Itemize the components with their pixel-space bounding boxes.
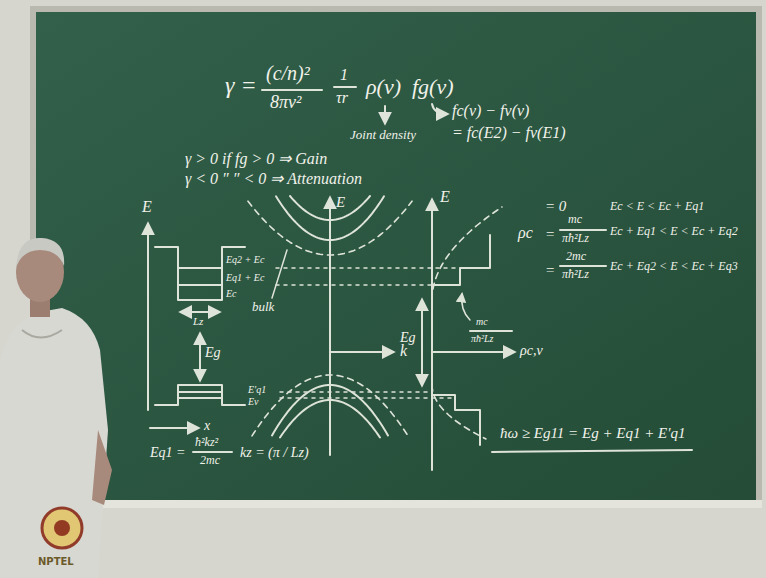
- chalk-text: = fc(E2) − fv(E1): [452, 124, 566, 142]
- energy-axis: [147, 224, 149, 410]
- chalk-text: πħ²Lz: [562, 232, 589, 246]
- chalk-text: bulk: [252, 300, 274, 315]
- chalk-drawing: [148, 87, 692, 470]
- chalk-text: E'q1: [248, 384, 266, 396]
- leader-line: [272, 250, 287, 298]
- lecturer-hair: [16, 238, 64, 268]
- board-frame: [30, 6, 762, 506]
- lecturer-hand: [92, 430, 112, 505]
- chalk-text: Eq1 + Ec: [226, 272, 264, 284]
- chalk-text: 1: [340, 66, 348, 84]
- chalk-text: ħω ≥ Eg11 = Eg + Eq1 + E'q1: [500, 425, 685, 442]
- chalk-text: πħ²Lz: [562, 268, 589, 282]
- collar: [22, 330, 62, 338]
- chalk-text: E: [142, 198, 152, 216]
- chalk-text: Ev: [248, 396, 259, 408]
- chalk-text: E: [440, 188, 450, 206]
- position-axis: [150, 427, 198, 429]
- blackboard: [36, 12, 756, 500]
- chalk-text: Ec + Eq1 < E < Ec + Eq2: [610, 225, 738, 239]
- chalk-text: Joint density: [350, 128, 416, 143]
- dos-axis: [432, 351, 514, 353]
- chalk-text: γ > 0 if fg > 0 ⇒ Gain: [185, 150, 327, 168]
- subband-parabola: [290, 196, 370, 220]
- lecturer: [0, 238, 112, 578]
- chalk-text: Ec + Eq2 < E < Ec + Eq3: [610, 260, 738, 274]
- fraction-bar: [262, 89, 322, 91]
- energy-level: [178, 391, 222, 393]
- chalk-text: γ =: [225, 72, 257, 100]
- bulk-dos: [432, 385, 486, 439]
- bulk-parabola: [252, 375, 408, 436]
- bulk-dos: [432, 207, 502, 300]
- subband-parabola: [280, 400, 380, 438]
- level-guide: [280, 397, 455, 399]
- chalk-text: ρ(ν): [366, 74, 401, 99]
- logo-center: [54, 520, 70, 536]
- pointer-arrow: [432, 104, 447, 114]
- fraction-bar: [334, 86, 356, 88]
- level-guide: [276, 284, 432, 286]
- chalk-text: = 0: [545, 198, 566, 215]
- chalk-text: fg(ν): [412, 74, 454, 99]
- subband-parabola: [272, 385, 388, 435]
- chalk-text: τr: [336, 89, 348, 107]
- energy-axis: [431, 200, 433, 470]
- chalk-text: ħ²kz²: [195, 436, 218, 450]
- chalk-text: =: [545, 226, 555, 243]
- chalk-text: 2mc: [566, 250, 586, 264]
- leader-arrow: [462, 294, 470, 320]
- pointer-arrow: [384, 106, 386, 123]
- fraction-bar: [560, 229, 606, 231]
- valence-well: [155, 385, 245, 405]
- energy-level: [178, 267, 222, 269]
- chalk-tray: [30, 500, 762, 508]
- chalk-text: ρc,v: [520, 343, 543, 359]
- chalk-text: Ec < E < Ec + Eq1: [610, 200, 704, 214]
- chalk-text: πħ²Lz: [471, 333, 493, 345]
- subband-parabola: [276, 196, 384, 240]
- dos-staircase: [432, 235, 490, 285]
- chalk-text: Eg: [400, 330, 416, 346]
- k-axis: [330, 351, 393, 353]
- energy-axis: [329, 198, 331, 455]
- chalk-text: Eg: [205, 345, 221, 361]
- watermark: NPTEL: [38, 556, 74, 568]
- lecturer-shirt: [0, 308, 108, 578]
- chalk-text: ρc: [518, 224, 533, 242]
- chalk-text: E: [336, 194, 345, 211]
- chalk-text: Eq2 + Ec: [226, 254, 264, 266]
- width-arrow: [181, 311, 219, 313]
- chalk-text: mc: [568, 213, 582, 227]
- fraction-bar: [560, 265, 606, 267]
- logo-disc: [42, 508, 82, 548]
- chalk-text: mc: [476, 316, 488, 328]
- energy-level: [178, 284, 222, 286]
- chalk-text: x: [204, 418, 210, 434]
- chalk-text: =: [545, 262, 555, 279]
- chalk-text: (c/n)²: [266, 62, 310, 85]
- gap-arrow: [199, 334, 201, 380]
- gap-arrow: [421, 300, 423, 385]
- chalk-text: γ < 0 ″ ″ < 0 ⇒ Attenuation: [185, 170, 362, 188]
- level-guide: [280, 391, 432, 393]
- chalk-text: Eq1 =: [150, 445, 186, 461]
- energy-level: [178, 397, 222, 399]
- chalk-text: Ec: [226, 288, 237, 300]
- fraction-bar: [470, 330, 512, 332]
- underline: [492, 450, 692, 452]
- chalk-text: fc(ν) − fv(ν): [452, 102, 529, 120]
- chalk-text: kz = (π / Lz): [240, 445, 309, 461]
- bulk-parabola: [248, 201, 412, 255]
- chalk-text: 2mc: [200, 454, 220, 468]
- fraction-bar: [193, 451, 232, 453]
- chalk-text: 8πν²: [270, 92, 301, 113]
- chalk-text: Lz: [193, 315, 203, 328]
